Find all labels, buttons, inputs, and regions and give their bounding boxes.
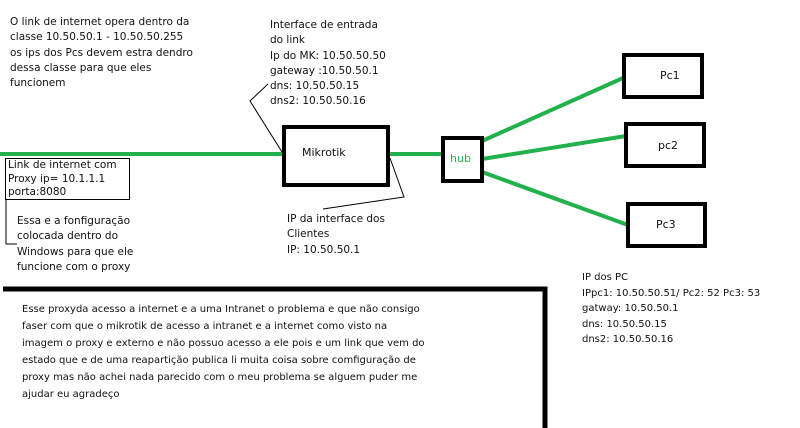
callout-windows	[5, 200, 17, 245]
note-line: Essa e a fonfiguração	[17, 215, 131, 227]
note-line: dns: 10.50.50.15	[270, 80, 360, 93]
note-line: proxy mas não achei nada parecido com o …	[22, 372, 418, 383]
pc-ips-note: IP dos PC IPpc1: 10.50.50.51/ Pc2: 52 Pc3…	[582, 270, 760, 348]
hub-box	[441, 136, 484, 183]
note-line: IPpc1: 10.50.50.51/ Pc2: 52 Pc3: 53	[582, 287, 761, 299]
pc2-box	[624, 122, 706, 168]
note-line: faser com que o mikrotik de acesso a int…	[22, 321, 388, 332]
hub-pc2-link	[481, 134, 627, 161]
note-line: IP da interface dos	[287, 213, 385, 225]
note-line: gateway :10.50.50.1	[270, 64, 379, 77]
note-line: Esse proxyda acesso a internet e a uma I…	[22, 304, 420, 315]
pc2-label: pc2	[658, 139, 679, 152]
note-line: Clientes	[287, 228, 330, 241]
pc3-box	[626, 202, 707, 248]
note-line: dns: 10.50.50.15	[582, 318, 667, 330]
hub-pc1-link	[481, 76, 624, 143]
pc1-box	[622, 53, 704, 99]
proxy-box	[5, 158, 130, 200]
note-line: gatway: 10.50.50.1	[582, 303, 679, 314]
note-line: Interface de entrada	[270, 19, 378, 31]
note-line: classe 10.50.50.1 - 10.50.50.255	[10, 31, 184, 44]
note-line: Link de internet com	[8, 159, 117, 171]
note-line: os ips dos Pcs devem estra dendro	[10, 46, 193, 59]
note-line: dessa classe para que eles	[10, 61, 152, 74]
note-line: ajudar eu agradeço	[22, 389, 120, 400]
note-line: estado que e de uma reapartição publica …	[22, 355, 416, 366]
note-line: O link de internet opera dentro da	[10, 16, 190, 28]
pc1-label: Pc1	[660, 69, 680, 82]
callout-client	[322, 157, 405, 210]
note-line: funcione com o proxy	[17, 260, 131, 273]
callout-input	[249, 83, 283, 153]
note-line: porta:8080	[8, 186, 67, 198]
internet-class-note: O link de internet opera dentro da classe…	[10, 15, 193, 91]
note-line: do link	[270, 34, 305, 47]
input-interface-note: Interface de entrada do link Ip do MK: 10.…	[270, 18, 386, 110]
mikrotik-box	[282, 125, 390, 187]
mikrotik-label: Mikrotik	[302, 146, 346, 159]
note-line: Ip do MK: 10.50.50.50	[270, 49, 386, 62]
windows-config-note: Essa e a fonfiguração colocada dentro do W…	[17, 214, 133, 275]
note-line: IP: 10.50.50.1	[287, 243, 361, 256]
pc3-label: Pc3	[656, 218, 676, 231]
note-line: dns2: 10.50.50.16	[582, 334, 674, 345]
note-line: Windows para que ele	[17, 245, 134, 258]
note-line: funcionem	[10, 77, 66, 90]
hub-label: hub	[450, 152, 471, 165]
note-line: Proxy ip= 10.1.1.1	[8, 172, 106, 185]
note-line: imagem o proxy e externo e não possuo ac…	[22, 338, 425, 349]
divider-bracket	[3, 286, 548, 428]
note-line: IP dos PC	[582, 272, 629, 283]
note-line: colocada dentro do	[17, 230, 119, 243]
problem-description: Esse proxyda acesso a internet e a uma I…	[22, 301, 425, 403]
note-line: dns2: 10.50.50.16	[270, 95, 366, 108]
hub-pc3-link	[481, 170, 629, 227]
